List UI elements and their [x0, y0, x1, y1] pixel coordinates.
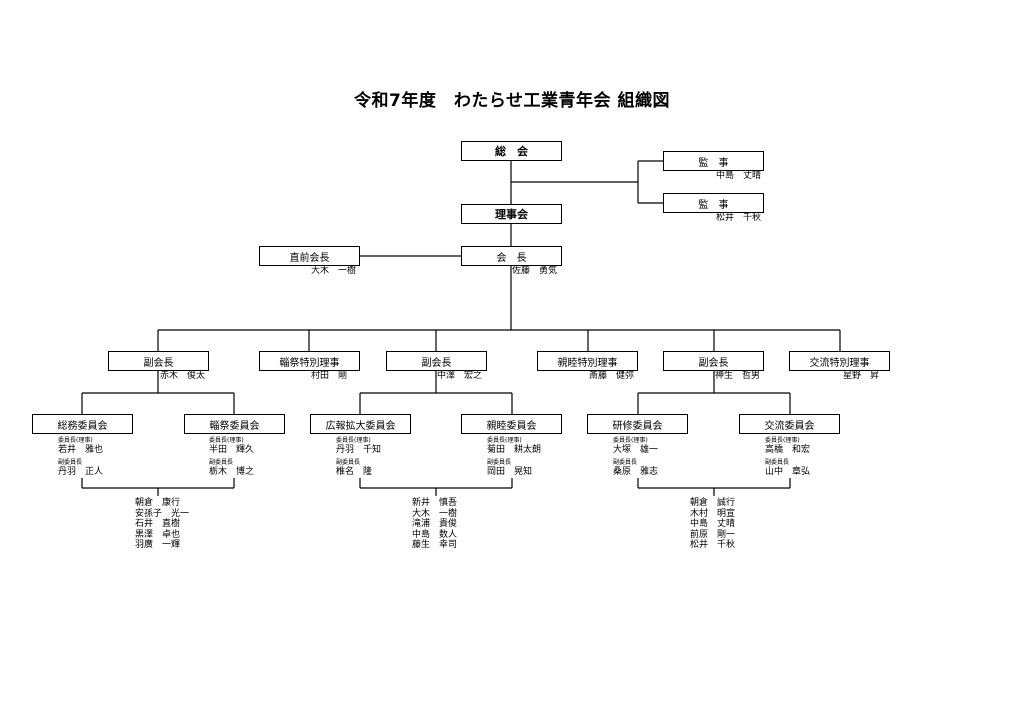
committee-box: 輜祭委員会: [184, 414, 285, 434]
special-director-box: 交流特別理事: [789, 351, 890, 371]
member-list: 朝倉 康行 安孫子 光一 石井 直樹 黒澤 卓也 羽廣 一輝: [135, 498, 189, 551]
committee-box: 研修委員会: [587, 414, 688, 434]
auditor-name: 中島 丈晴: [716, 171, 762, 181]
member-name: 朝倉 康行: [135, 498, 181, 508]
vice-chair-name: 山中 章弘: [765, 467, 811, 477]
vice-chair-name: 桑原 雅志: [613, 467, 659, 477]
auditor-box: 監 事: [663, 151, 764, 171]
chair-role: 委員長(理事): [765, 437, 800, 444]
member-list: 新井 慎吾 大木 一樹 滝浦 貴俊 中島 数人 藤生 幸司: [412, 498, 457, 551]
member-name: 藤生 幸司: [412, 540, 458, 550]
vice-president-box: 副会長: [663, 351, 764, 371]
vice-chair-role: 副委員長: [765, 459, 790, 466]
committee-box: 親睦委員会: [461, 414, 562, 434]
vice-president-name: 中澤 宏之: [437, 371, 483, 381]
chair-role: 委員長(理事): [487, 437, 522, 444]
member-list: 朝倉 誠行 木村 明宣 中島 丈晴 前原 剛一 松井 千秋: [690, 498, 735, 551]
chair-name: 若井 雅也: [58, 445, 104, 455]
committee-box: 総務委員会: [32, 414, 133, 434]
president-box: 会 長: [461, 246, 562, 266]
member-name: 松井 千秋: [690, 540, 736, 550]
special-director-name: 村田 剛: [311, 371, 348, 381]
member-name: 前原 剛一: [690, 529, 736, 540]
vice-president-box: 副会長: [108, 351, 209, 371]
chair-name: 半田 輝久: [209, 445, 255, 455]
former-president-name: 大木 一樹: [311, 266, 357, 276]
chair-role: 委員長(理事): [209, 437, 244, 444]
vice-president-name: 赤木 俊太: [160, 371, 206, 381]
vice-chair-role: 副委員長: [58, 459, 83, 466]
special-director-box: 輜祭特別理事: [259, 351, 360, 371]
vice-president-name: 神生 哲男: [715, 371, 761, 381]
vice-chair-role: 副委員長: [209, 459, 234, 466]
committee-box: 交流委員会: [739, 414, 840, 434]
chair-name: 高橋 和宏: [765, 445, 811, 455]
board-box: 理事会: [461, 204, 562, 224]
member-name: 滝浦 貴俊: [412, 519, 458, 529]
member-name: 中島 丈晴: [690, 519, 736, 529]
vice-chair-role: 副委員長: [336, 459, 361, 466]
member-name: 石井 直樹: [135, 519, 181, 529]
special-director-box: 親睦特別理事: [537, 351, 638, 371]
member-name: 木村 明宣: [690, 508, 736, 519]
chair-role: 委員長(理事): [613, 437, 648, 444]
auditor-name: 松井 千秋: [716, 213, 762, 223]
vice-chair-role: 副委員長: [613, 459, 638, 466]
member-name: 新井 慎吾: [412, 498, 458, 508]
page-title: 令和7年度 わたらせ工業青年会 組織図: [354, 91, 670, 111]
member-name: 大木 一樹: [412, 508, 458, 519]
former-president-box: 直前会長: [259, 246, 360, 266]
general-assembly-box: 総 会: [461, 141, 562, 161]
vice-chair-name: 椎名 隆: [336, 467, 373, 477]
chair-name: 菊田 耕太朗: [487, 445, 542, 455]
member-name: 安孫子 光一: [135, 508, 190, 519]
vice-chair-name: 丹羽 正人: [58, 467, 104, 477]
chair-name: 丹羽 千知: [336, 445, 382, 455]
member-name: 黒澤 卓也: [135, 529, 181, 540]
special-director-name: 斎藤 健弥: [589, 371, 635, 381]
chair-role: 委員長(理事): [336, 437, 371, 444]
member-name: 中島 数人: [412, 529, 458, 540]
special-director-name: 星野 昇: [843, 371, 880, 381]
chair-name: 大塚 雄一: [613, 445, 659, 455]
member-name: 羽廣 一輝: [135, 540, 181, 550]
committee-box: 広報拡大委員会: [310, 414, 411, 434]
vice-chair-name: 岡田 晃知: [487, 467, 533, 477]
chair-role: 委員長(理事): [58, 437, 93, 444]
member-name: 朝倉 誠行: [690, 498, 736, 508]
vice-chair-name: 栃木 博之: [209, 467, 255, 477]
president-name: 佐藤 勇気: [512, 266, 558, 276]
vice-chair-role: 副委員長: [487, 459, 512, 466]
auditor-box: 監 事: [663, 193, 764, 213]
vice-president-box: 副会長: [386, 351, 487, 371]
